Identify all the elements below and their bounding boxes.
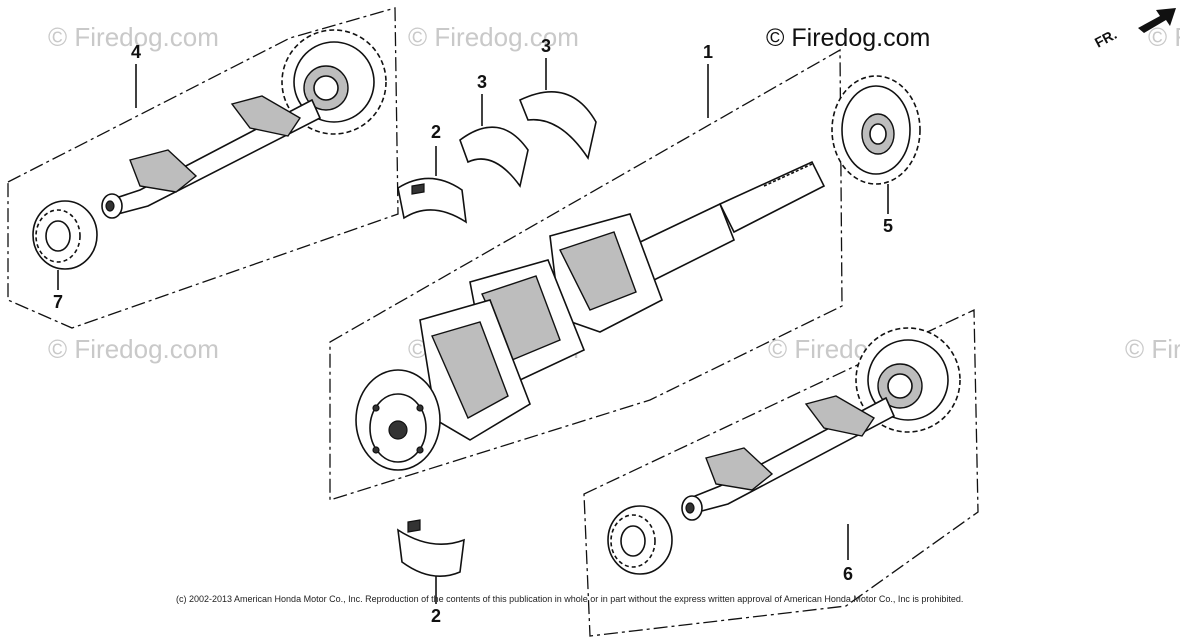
callout-3-left: 3 bbox=[477, 72, 487, 92]
watermark-top-center: © Firedog.com bbox=[408, 22, 579, 52]
bearing-right bbox=[607, 505, 673, 575]
copyright-notice: (c) 2002-2013 American Honda Motor Co., … bbox=[176, 594, 963, 604]
callout-5: 5 bbox=[883, 216, 893, 236]
watermark-prominent: © Firedog.com bbox=[766, 24, 930, 52]
watermark-mid-edge: © Firedog.com bbox=[1125, 334, 1180, 364]
group-box-crankshaft bbox=[329, 48, 843, 501]
watermark-mid-left: © Firedog.com bbox=[48, 334, 219, 364]
callout-3-right: 3 bbox=[541, 36, 551, 56]
thrust-washer-3-right bbox=[518, 91, 597, 161]
crankshaft bbox=[355, 160, 826, 471]
callout-7: 7 bbox=[53, 292, 63, 312]
group-box-balancer-upper bbox=[7, 7, 399, 329]
front-direction-arrow-icon bbox=[1138, 8, 1176, 33]
crankshaft-gear bbox=[831, 75, 921, 185]
balancer-shaft-upper bbox=[101, 29, 387, 219]
callout-6: 6 bbox=[843, 564, 853, 584]
watermark-top-left: © Firedog.com bbox=[48, 22, 219, 52]
callout-4: 4 bbox=[131, 42, 141, 62]
bearing-shell-2-upper bbox=[397, 177, 468, 224]
bearing-shell-2-lower bbox=[396, 519, 465, 578]
callout-2-lower: 2 bbox=[431, 606, 441, 626]
callout-2-upper: 2 bbox=[431, 122, 441, 142]
bearing-left bbox=[32, 200, 98, 270]
front-label: FR. bbox=[1092, 26, 1119, 51]
balancer-shaft-lower bbox=[681, 327, 961, 521]
callout-1: 1 bbox=[703, 42, 713, 62]
thrust-washer-3-left bbox=[459, 126, 529, 188]
